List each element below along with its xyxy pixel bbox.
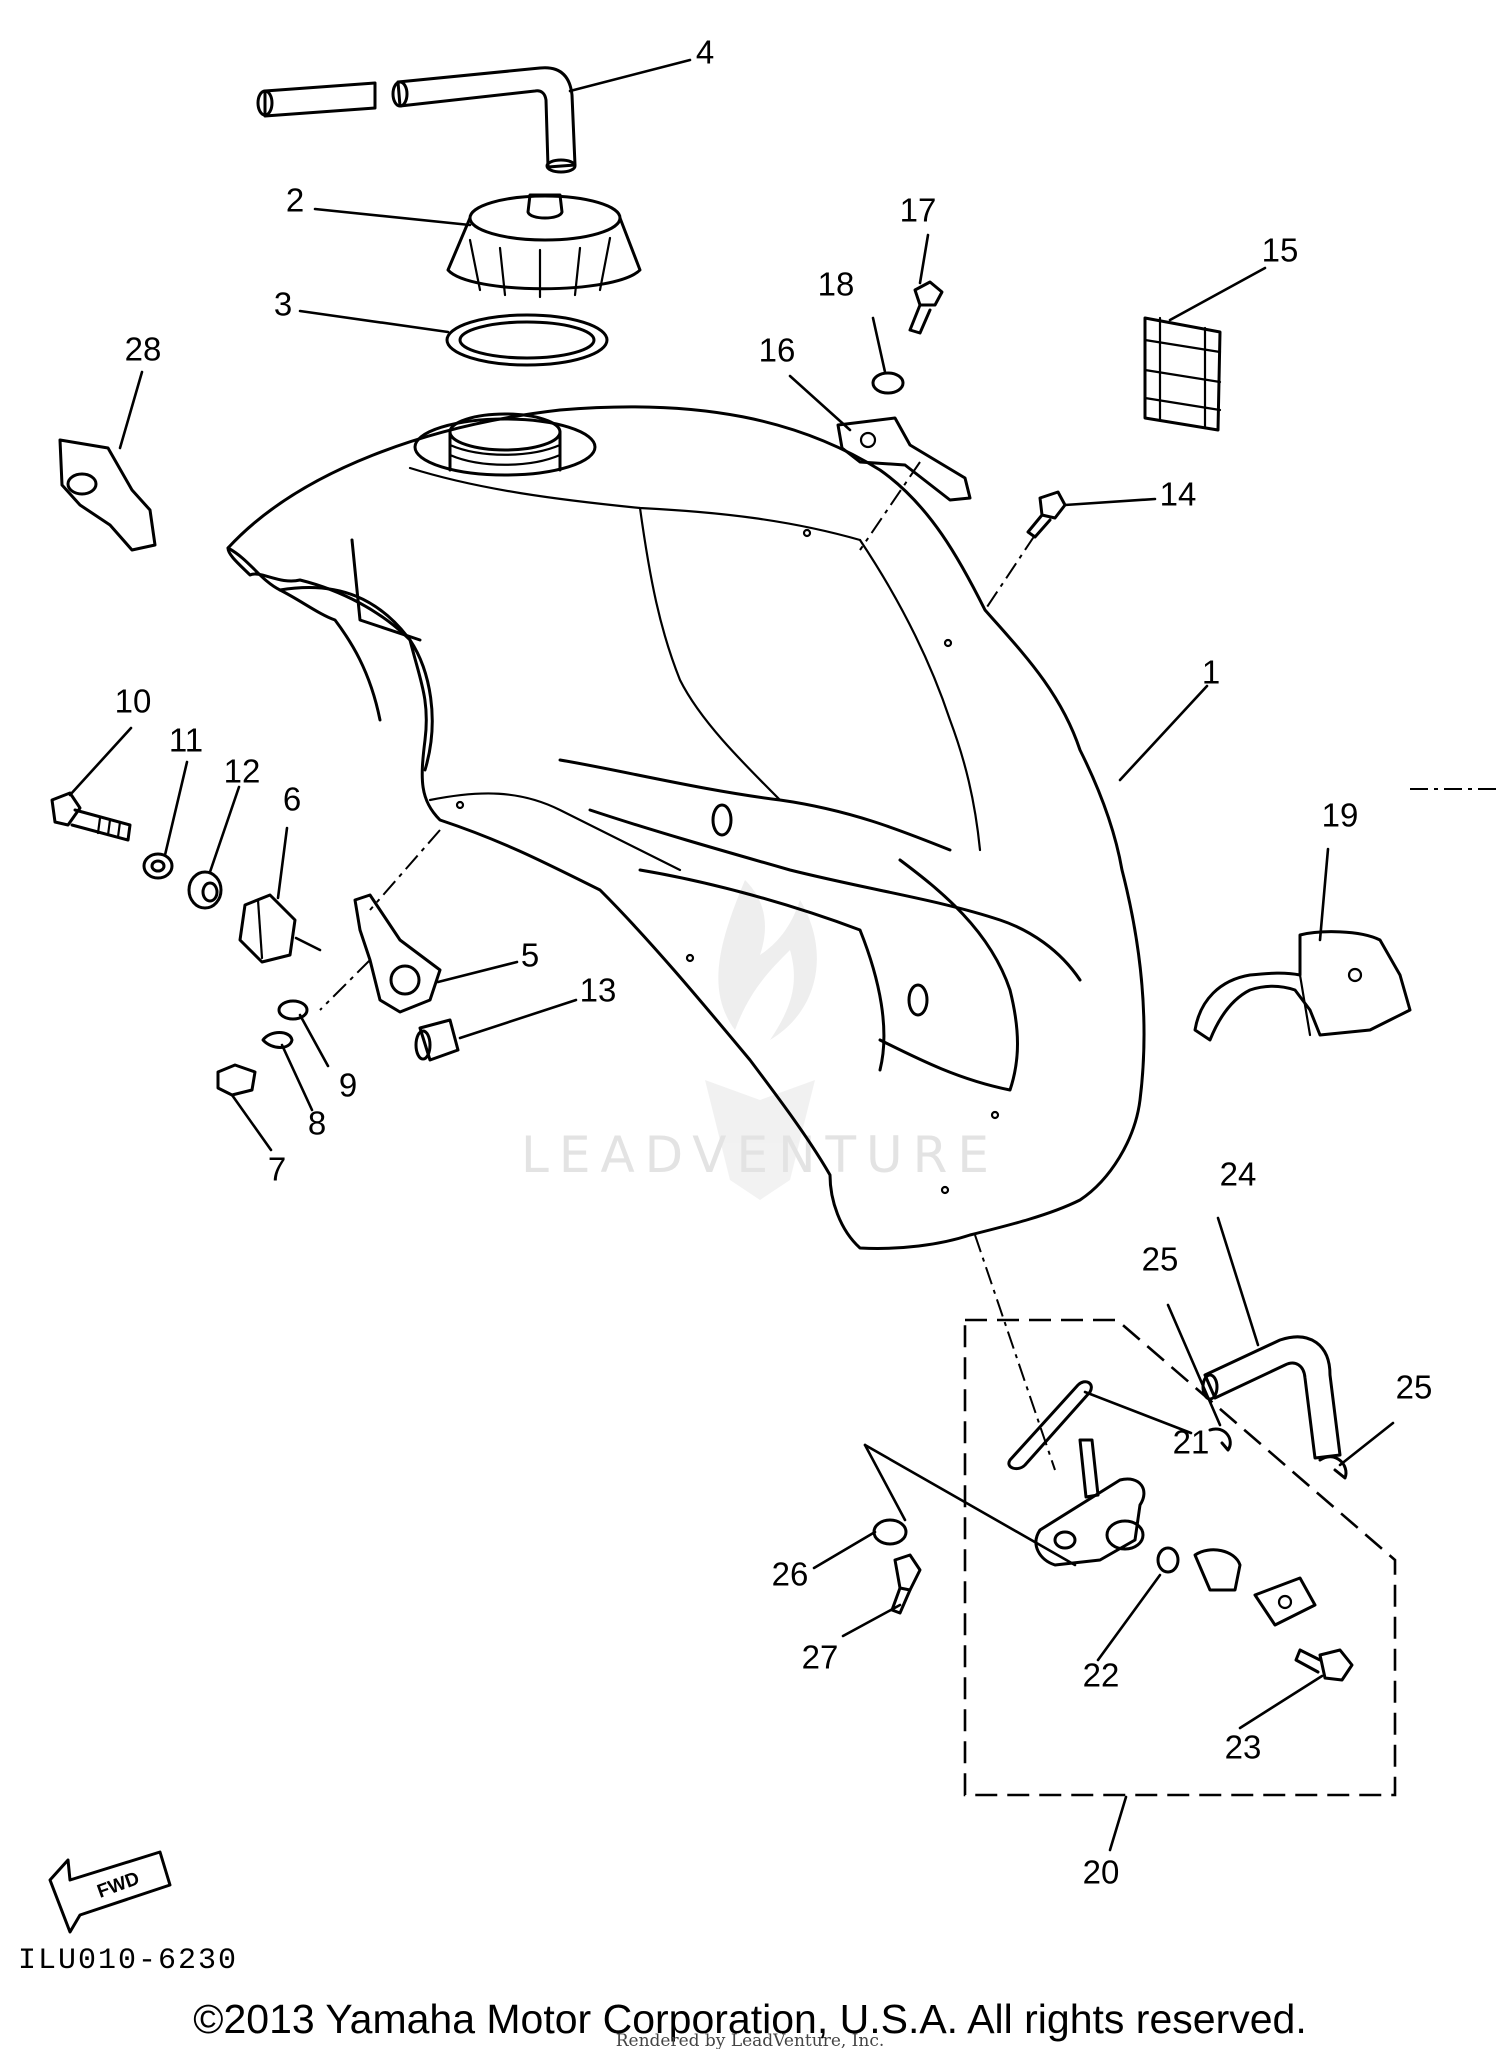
callout-22: 22 (1083, 1657, 1120, 1694)
o-ring-22 (1156, 1546, 1180, 1574)
callout-5: 5 (521, 937, 539, 974)
callout-28: 28 (125, 331, 162, 368)
callout-3: 3 (274, 286, 292, 323)
callout-14: 14 (1160, 476, 1197, 513)
callout-13: 13 (580, 972, 617, 1009)
clip-25-lower (1318, 1455, 1348, 1480)
clip-25-upper (1208, 1427, 1232, 1452)
bolt-7 (216, 1063, 257, 1097)
bracket-28 (58, 438, 157, 552)
bolt-27 (890, 1553, 922, 1615)
lever-knob (1193, 1548, 1242, 1592)
bolt-14 (1026, 490, 1067, 539)
callout-21: 21 (1173, 1424, 1210, 1461)
collar-13 (414, 1018, 460, 1062)
callout-8: 8 (308, 1105, 326, 1142)
screw-23 (1294, 1648, 1354, 1682)
callout-27: 27 (802, 1639, 839, 1676)
callout-18: 18 (818, 266, 855, 303)
bolt-10 (50, 791, 132, 842)
collar-12 (187, 870, 223, 910)
rubber-15 (1143, 316, 1222, 432)
copyright-notice: ©2013 Yamaha Motor Corporation, U.S.A. A… (193, 1996, 1306, 2042)
callout-23: 23 (1225, 1729, 1262, 1766)
callout-7: 7 (268, 1151, 286, 1188)
breather-hose (256, 66, 577, 174)
stay-19 (1193, 930, 1412, 1042)
rendered-by: Rendered by LeadVenture, Inc. (616, 2031, 885, 2049)
callout-12: 12 (224, 753, 261, 790)
washer-11 (142, 852, 174, 880)
callout-17: 17 (900, 192, 937, 229)
callout-11: 11 (169, 722, 203, 759)
callout-24: 24 (1220, 1156, 1257, 1193)
stay-16 (836, 416, 972, 502)
callout-20: 20 (1083, 1854, 1120, 1891)
fuel-cock-body (1034, 1438, 1146, 1567)
callout-numbers: 1 2 3 4 5 6 7 8 9 10 11 12 13 14 15 16 1… (115, 34, 1433, 1891)
cap-gasket (445, 313, 609, 367)
callout-2: 2 (286, 182, 304, 219)
fuel-cock-assembly-frame (963, 1318, 1397, 1797)
callout-6: 6 (283, 781, 301, 818)
callout-25-upper: 25 (1142, 1241, 1179, 1278)
callout-15: 15 (1262, 232, 1299, 269)
fwd-arrow-icon: FWD (48, 1850, 172, 1934)
damper-6 (238, 893, 322, 964)
plate-cock (1253, 1576, 1317, 1627)
fuel-tank (226, 405, 1146, 1250)
washer-9 (277, 999, 309, 1021)
bolt-17 (908, 280, 944, 335)
bracket-5 (353, 893, 442, 1014)
callout-10: 10 (115, 683, 152, 720)
fuel-hose-24 (1201, 1335, 1342, 1460)
callout-19: 19 (1322, 797, 1359, 834)
washer-18 (871, 371, 905, 395)
gasket-21 (1007, 1380, 1093, 1471)
callout-25-lower: 25 (1396, 1369, 1433, 1406)
illustration-code: ILU010-6230 (18, 1944, 238, 1978)
callout-16: 16 (759, 332, 796, 369)
washer-26 (872, 1518, 908, 1546)
callout-4: 4 (696, 34, 714, 71)
callout-26: 26 (772, 1556, 809, 1593)
washer-8 (261, 1031, 294, 1049)
fuel-cap (446, 193, 642, 299)
callout-1: 1 (1202, 654, 1220, 691)
callout-9: 9 (339, 1067, 357, 1104)
reference-lines (319, 461, 1500, 1567)
leader-lines (68, 58, 1395, 1852)
watermark-text: LEADVENTURE (521, 1126, 999, 1184)
